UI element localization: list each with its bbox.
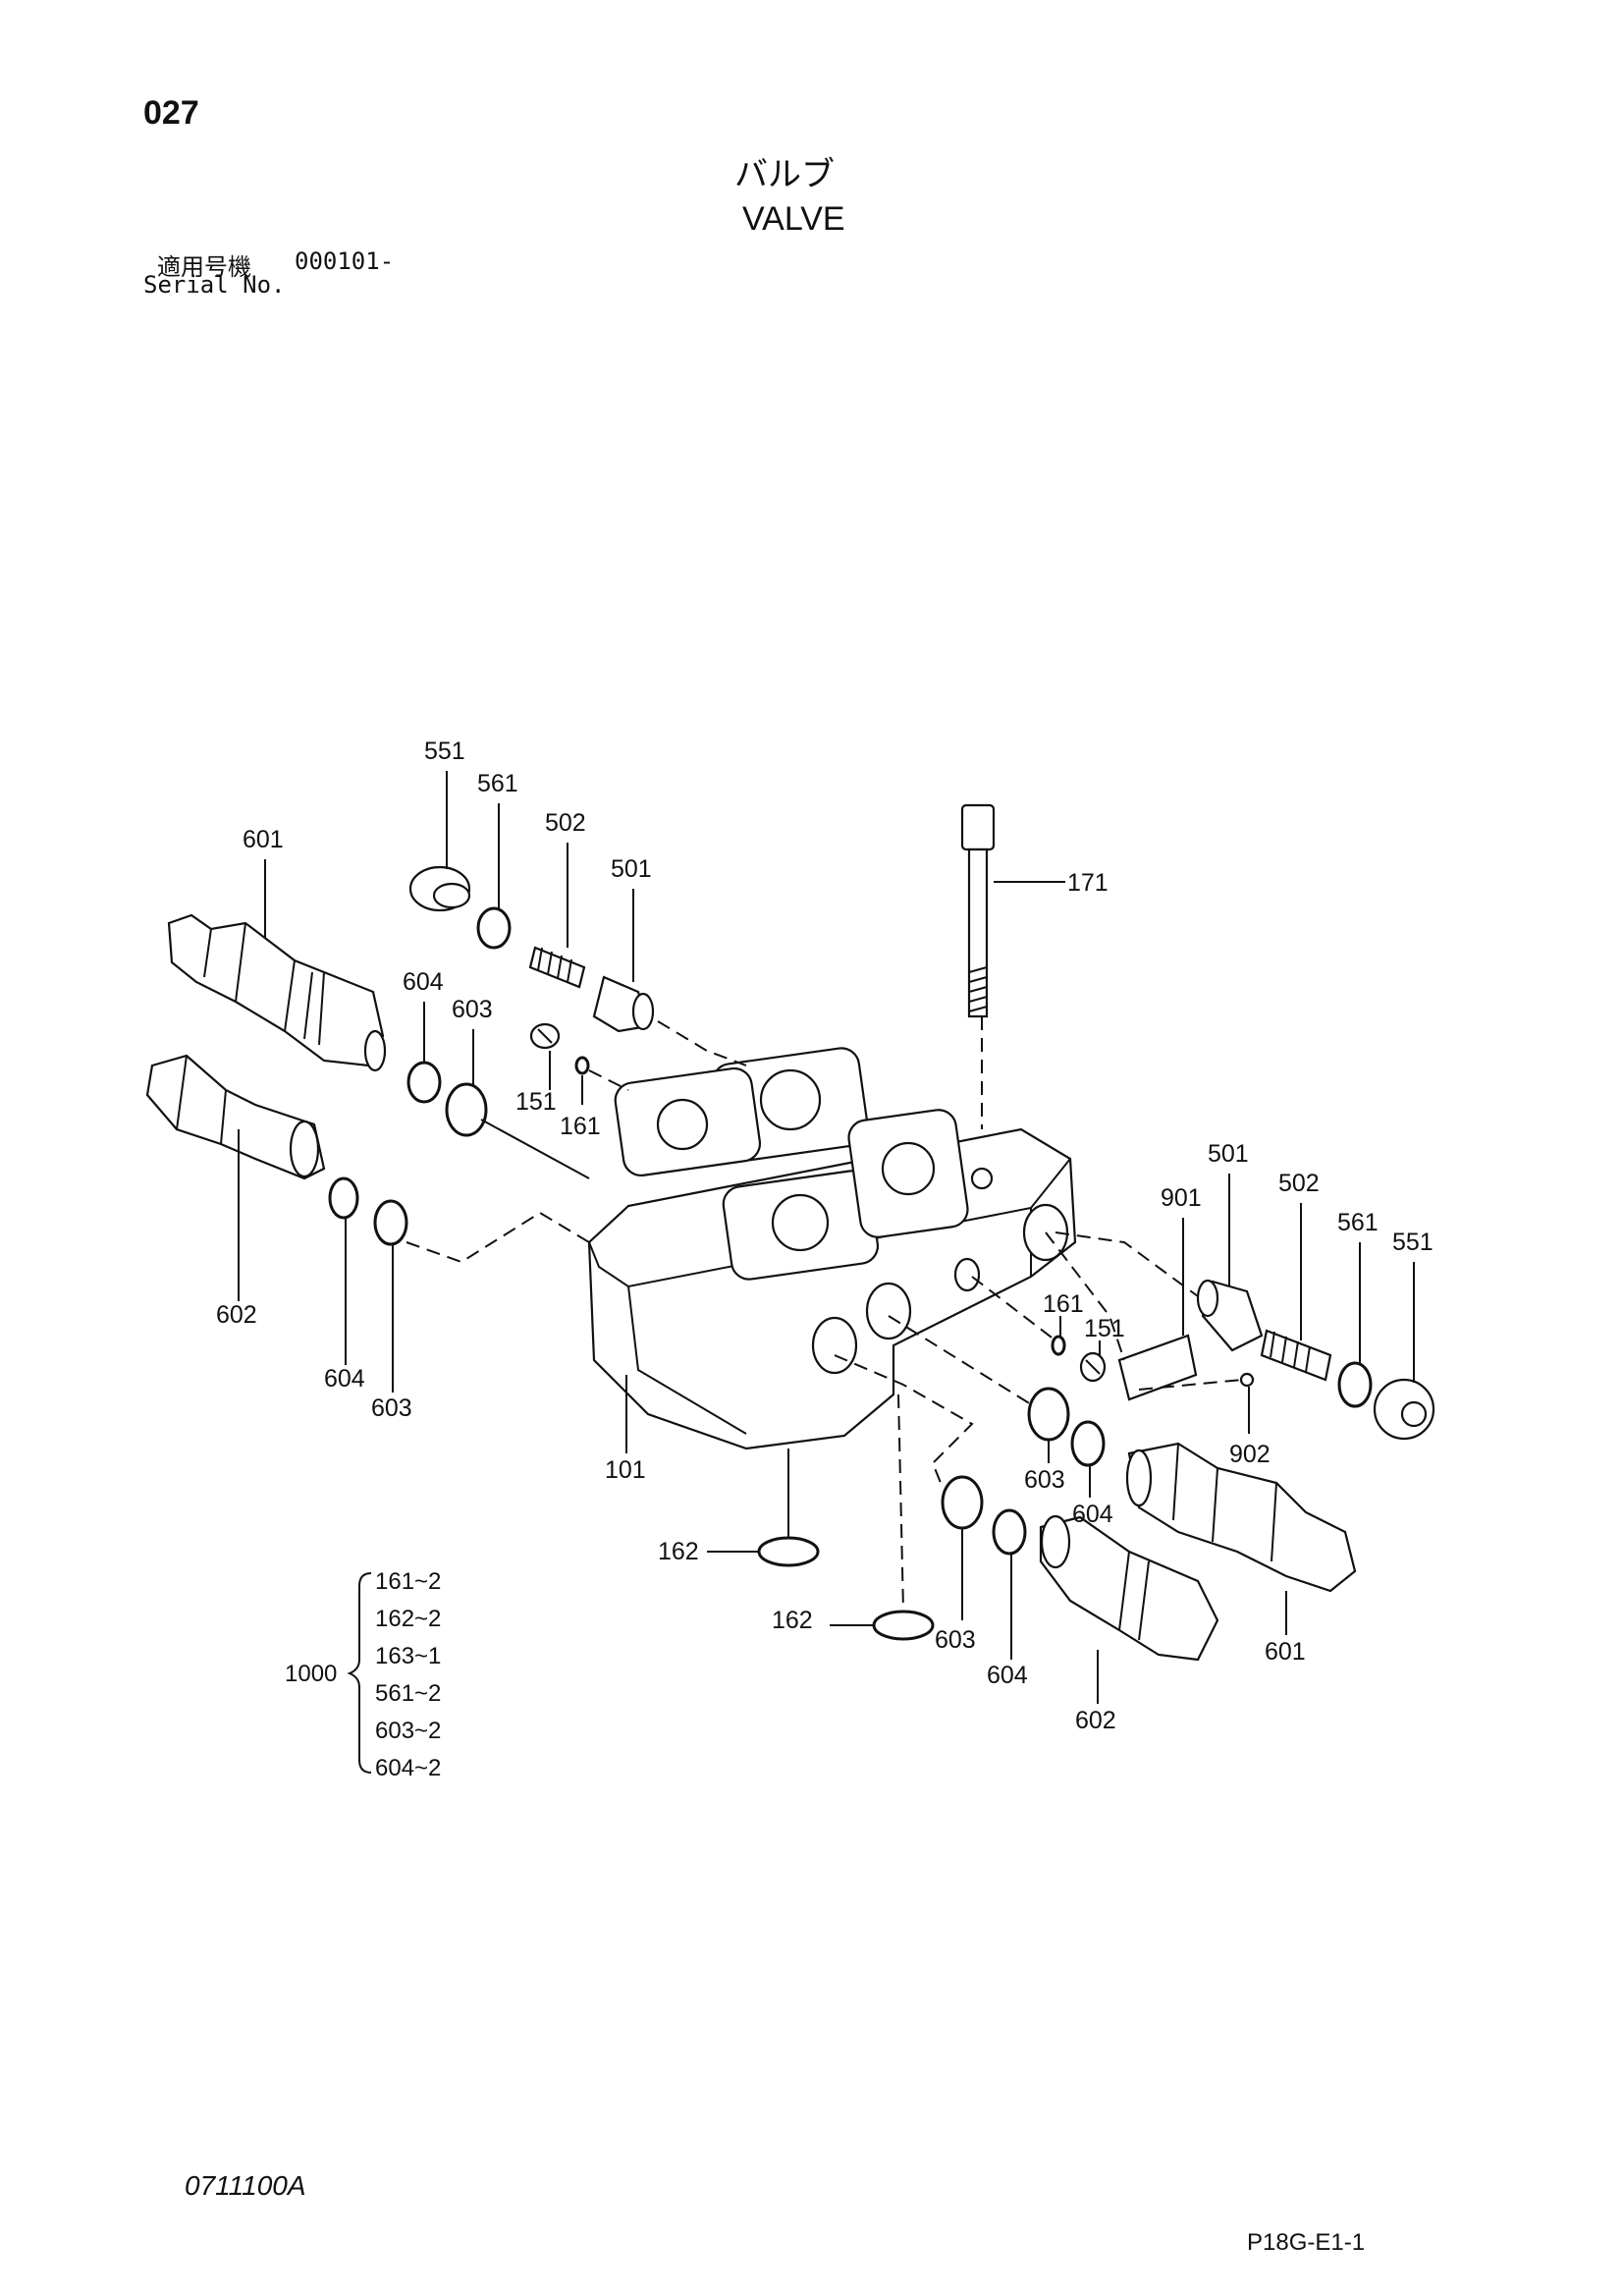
assembly-lines: [406, 1016, 1243, 1612]
callout-603-lower: 603: [935, 1626, 976, 1654]
part-603-right: [1027, 1387, 1070, 1442]
callout-602-left: 602: [216, 1301, 257, 1329]
part-151-upper: [529, 1022, 561, 1050]
part-601-lower-right: [1125, 1442, 1357, 1593]
part-561-right: [1337, 1361, 1373, 1408]
callout-labels: 551 561 502 501 601 604 603 151 161 171 …: [216, 738, 1434, 1734]
part-151-right: [1079, 1351, 1107, 1383]
kit-item: 161~2: [375, 1568, 441, 1595]
part-601-upper-left: [167, 913, 387, 1072]
part-561-upper: [476, 906, 512, 950]
part-604-left: [328, 1176, 359, 1220]
title-english: VALVE: [742, 200, 845, 238]
part-551-right: [1373, 1378, 1435, 1441]
callout-603-upper: 603: [452, 996, 493, 1023]
callout-161-upper: 161: [560, 1113, 601, 1140]
callout-501-upper: 501: [611, 855, 652, 883]
callout-171: 171: [1067, 869, 1109, 897]
callout-601-lower: 601: [1265, 1638, 1306, 1666]
callout-901: 901: [1161, 1184, 1202, 1212]
kit-item: 603~2: [375, 1718, 441, 1744]
callout-902: 902: [1229, 1441, 1271, 1468]
part-551-upper: [408, 865, 471, 912]
callout-604-lower: 604: [987, 1662, 1028, 1689]
part-501-right: [1196, 1279, 1264, 1352]
part-603-left: [373, 1199, 408, 1246]
part-162-upper: [757, 1536, 820, 1567]
callout-162-lower: 162: [772, 1607, 813, 1634]
drawing-code: 0711100A: [185, 2170, 306, 2201]
kit-item: 163~1: [375, 1643, 441, 1669]
callout-501-right: 501: [1208, 1140, 1249, 1168]
part-161-right: [1051, 1335, 1066, 1356]
part-171-bolt: [960, 803, 996, 1018]
part-901-plate: [1117, 1334, 1198, 1401]
callout-151-upper: 151: [515, 1088, 557, 1116]
callout-604-right: 604: [1072, 1501, 1113, 1528]
page-number: 027: [143, 94, 199, 132]
sheet-code: P18G-E1-1: [1247, 2229, 1366, 2256]
part-902-screw: [1239, 1372, 1255, 1388]
callout-101: 101: [605, 1456, 646, 1484]
part-161-upper: [574, 1056, 590, 1075]
serial-value: 000101-: [295, 247, 395, 275]
callout-561-upper: 561: [477, 770, 518, 797]
part-604-right: [1070, 1420, 1106, 1467]
kit-item: 604~2: [375, 1755, 441, 1781]
kit-brace: [347, 1572, 372, 1774]
part-502-right: [1260, 1329, 1332, 1382]
callout-502-upper: 502: [545, 809, 586, 837]
callout-161-right: 161: [1043, 1290, 1084, 1318]
part-502-upper: [528, 946, 586, 989]
title-japanese: バルブ: [734, 155, 835, 194]
kit-item: 561~2: [375, 1680, 441, 1707]
callout-603-left: 603: [371, 1394, 412, 1422]
callout-601-upper: 601: [243, 826, 284, 853]
callout-604-upper: 604: [403, 968, 444, 996]
callout-162-upper: 162: [658, 1538, 699, 1565]
leader-lines: [238, 771, 1415, 1704]
kit-item: 162~2: [375, 1606, 441, 1632]
part-602-left: [145, 1054, 326, 1180]
callout-551-right: 551: [1392, 1229, 1434, 1256]
callout-604-left: 604: [324, 1365, 365, 1393]
valve-body: [587, 1047, 1077, 1450]
part-603-upper: [445, 1082, 488, 1137]
serial-label-japanese: 適用号機: [157, 253, 251, 281]
part-602-lower: [1039, 1514, 1219, 1662]
part-604-upper: [406, 1061, 442, 1104]
callout-151-right: 151: [1084, 1315, 1125, 1342]
part-501-upper: [592, 975, 655, 1033]
serial-label-english: Serial No.: [143, 271, 286, 299]
kit-list: 1000 161~2 162~2 163~1 561~2 603~2 604~2: [285, 1568, 441, 1781]
part-162-lower: [872, 1610, 935, 1641]
callout-602-lower: 602: [1075, 1707, 1116, 1734]
callout-551-upper: 551: [424, 738, 465, 765]
kit-number: 1000: [285, 1661, 337, 1687]
part-604-lower: [992, 1508, 1027, 1556]
callout-603-right: 603: [1024, 1466, 1065, 1494]
part-603-lower: [941, 1475, 984, 1530]
callout-502-right: 502: [1278, 1170, 1320, 1197]
callout-561-right: 561: [1337, 1209, 1379, 1236]
